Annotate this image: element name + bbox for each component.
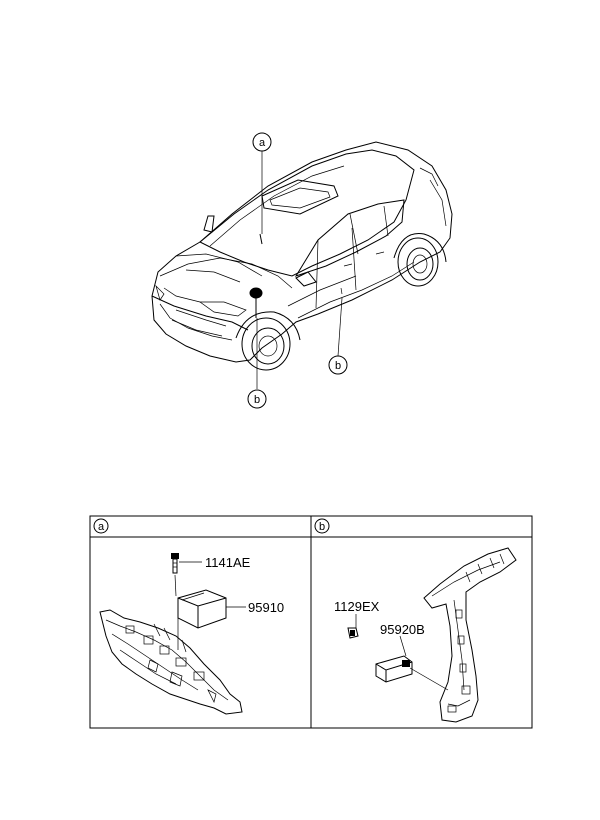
part-number-95920b: 95920B: [380, 622, 425, 637]
callout-b-right: b: [328, 355, 348, 375]
b-pillar: [423, 547, 517, 723]
part-number-1141ae: 1141AE: [205, 555, 251, 570]
dash-panel: [99, 609, 243, 715]
panel-a-header: a: [93, 518, 109, 534]
callout-a-label: a: [259, 137, 266, 149]
panel-a-drawing: [99, 553, 246, 715]
panel-a-header-label: a: [98, 521, 105, 533]
detail-table: [89, 515, 533, 729]
part-number-95910: 95910: [248, 600, 284, 615]
panel-b-drawing: [347, 547, 517, 723]
car-illustration: [151, 141, 453, 389]
panel-b-header: b: [314, 518, 330, 534]
airbag-control-module: [174, 574, 246, 650]
bolt-1141ae: [171, 553, 202, 574]
side-impact-sensor: [375, 635, 449, 691]
bolt-1129ex: [347, 614, 359, 639]
callout-b-left: b: [247, 389, 267, 409]
callout-b-right-label: b: [335, 360, 341, 372]
callout-a-top: a: [252, 132, 272, 152]
callout-b-left-label: b: [254, 394, 260, 406]
part-number-1129ex: 1129EX: [334, 599, 380, 614]
panel-b-header-label: b: [319, 521, 325, 533]
